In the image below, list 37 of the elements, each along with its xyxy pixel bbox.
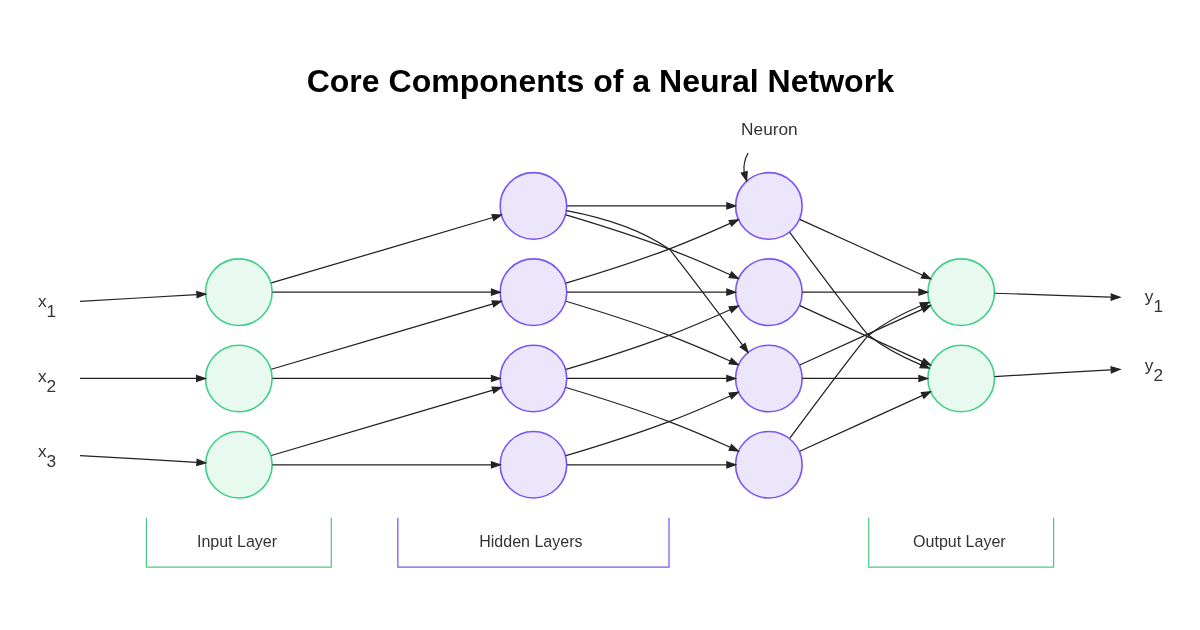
node-circle [927,344,996,413]
arrow [993,365,1122,378]
arrow [270,300,503,370]
arrow [79,374,208,383]
node-circle [499,430,568,499]
arrow [566,288,738,297]
arrow [565,209,749,354]
arrow [270,386,503,457]
node-circle [204,258,273,327]
node-text: Hidden Layers [479,531,583,550]
node-circle [927,258,996,327]
node-circle [734,430,803,499]
arrow [271,460,502,469]
node-circle [204,344,273,413]
node-circle [499,258,568,327]
arrow [79,290,208,302]
arrow [566,374,738,383]
arrow [801,288,930,297]
arrow [271,374,502,383]
arrow [993,292,1122,301]
diagram-title: Core Components of a Neural Network [306,63,894,100]
arrow [566,202,738,210]
node-circle [499,171,568,240]
arrow [270,213,503,284]
arrow [79,454,208,467]
node-circle [499,344,568,413]
arrow [271,288,502,297]
node-circle [734,258,803,327]
arrow [799,218,933,280]
node-circle [204,430,273,499]
node-text: Output Layer [913,531,1006,550]
arrow [566,460,738,469]
arrow [801,374,930,383]
arrow [799,391,933,452]
node-text: Input Layer [196,531,278,550]
arrow [740,152,749,183]
node-text: Neuron [741,119,798,140]
